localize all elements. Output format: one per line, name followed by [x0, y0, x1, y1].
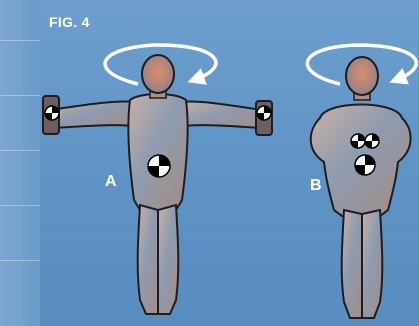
figure-a	[43, 45, 272, 314]
center-of-mass-icon	[45, 106, 59, 120]
person-silhouette-a	[50, 55, 262, 314]
panel-label-a: A	[105, 173, 117, 191]
center-of-mass-icon	[148, 155, 170, 177]
center-of-mass-icon	[351, 134, 365, 148]
center-of-mass-icon	[365, 134, 379, 148]
center-of-mass-icon	[355, 155, 375, 175]
center-of-mass-icon	[257, 106, 271, 120]
person-silhouette-b	[311, 57, 411, 318]
panel-label-b: B	[310, 177, 322, 195]
figure-title: FIG. 4	[49, 14, 90, 30]
figure-b	[307, 45, 416, 318]
